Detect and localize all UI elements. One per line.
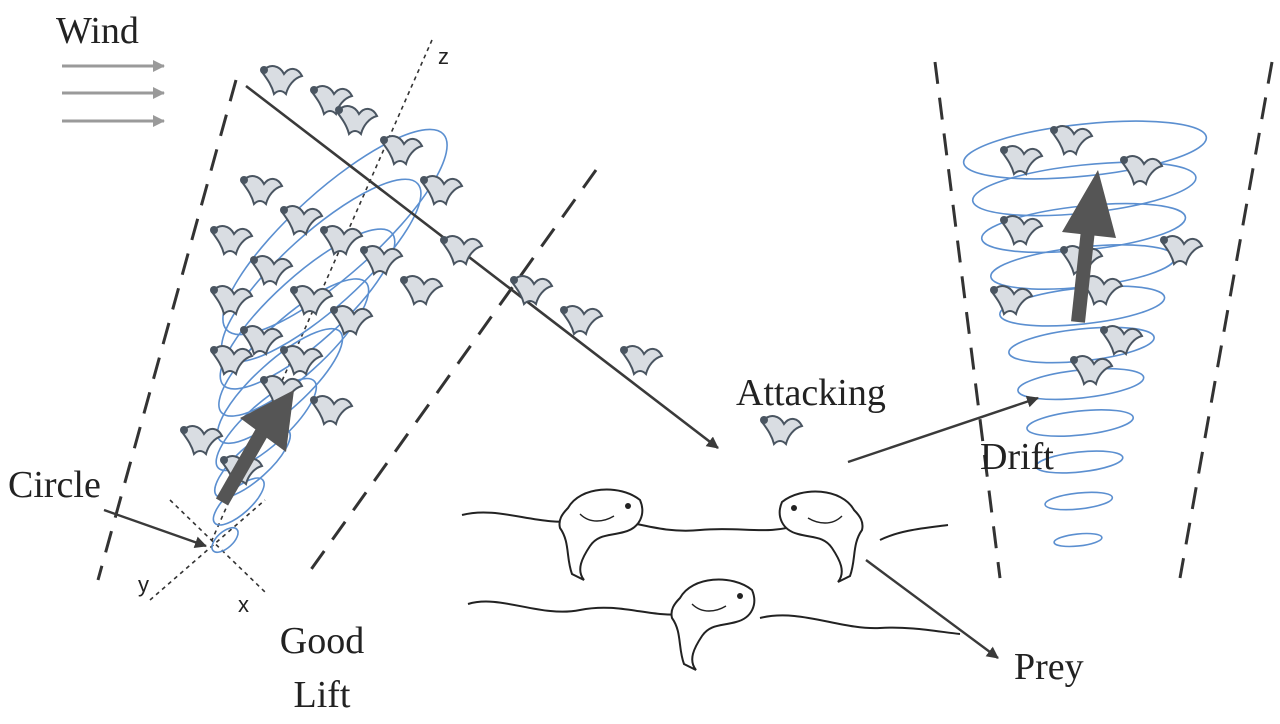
eagle-icon — [420, 176, 462, 204]
eagle-icon — [320, 226, 362, 254]
right-spiral-loop — [1054, 532, 1103, 549]
eagle-icon — [1000, 216, 1042, 244]
eagle-icon — [440, 236, 482, 264]
z-axis-label: z — [438, 46, 449, 68]
left-spiral — [198, 103, 471, 557]
good-label: Good — [262, 622, 382, 660]
left-spiral-loop — [208, 523, 242, 556]
fish-3 — [671, 580, 754, 670]
eagle-icon — [180, 426, 222, 454]
attack-path-line — [246, 86, 718, 448]
eagle-icon — [240, 176, 282, 204]
eagle-icon — [760, 416, 802, 444]
eagle-icon — [335, 106, 377, 134]
eagle-icon — [560, 306, 602, 334]
eagle-icon — [210, 286, 252, 314]
eagle-icon — [510, 276, 552, 304]
eagle-icon — [380, 136, 422, 164]
eagle-icon — [310, 396, 352, 424]
attacking-label: Attacking — [736, 374, 886, 412]
x-axis-label: x — [238, 594, 249, 616]
circle-label: Circle — [8, 466, 101, 504]
wind-arrows — [62, 66, 164, 121]
right-boundary-lines — [935, 62, 1272, 578]
lift-arrow — [222, 390, 294, 502]
right-spiral-loop — [1044, 490, 1113, 513]
right-spiral-loop — [961, 111, 1209, 188]
fish-2 — [780, 492, 863, 582]
fish-1 — [559, 490, 642, 580]
eagle-icon — [1000, 146, 1042, 174]
eagle-icon — [250, 256, 292, 284]
lift-label: Lift — [262, 676, 382, 714]
eagle-icon — [990, 286, 1032, 314]
eagle-icon — [1050, 126, 1092, 154]
eagle-icon — [210, 346, 252, 374]
eagle-icon — [210, 226, 252, 254]
right-spiral — [961, 111, 1209, 548]
eagle-icon — [260, 66, 302, 94]
axis-lines — [150, 40, 432, 600]
eagle-icon — [620, 346, 662, 374]
eagle-icon — [400, 276, 442, 304]
prey-label: Prey — [1014, 648, 1084, 686]
drift-label: Drift — [980, 438, 1054, 476]
eagle-icon — [290, 286, 332, 314]
y-axis-label: y — [138, 574, 149, 596]
wind-label: Wind — [56, 12, 139, 50]
